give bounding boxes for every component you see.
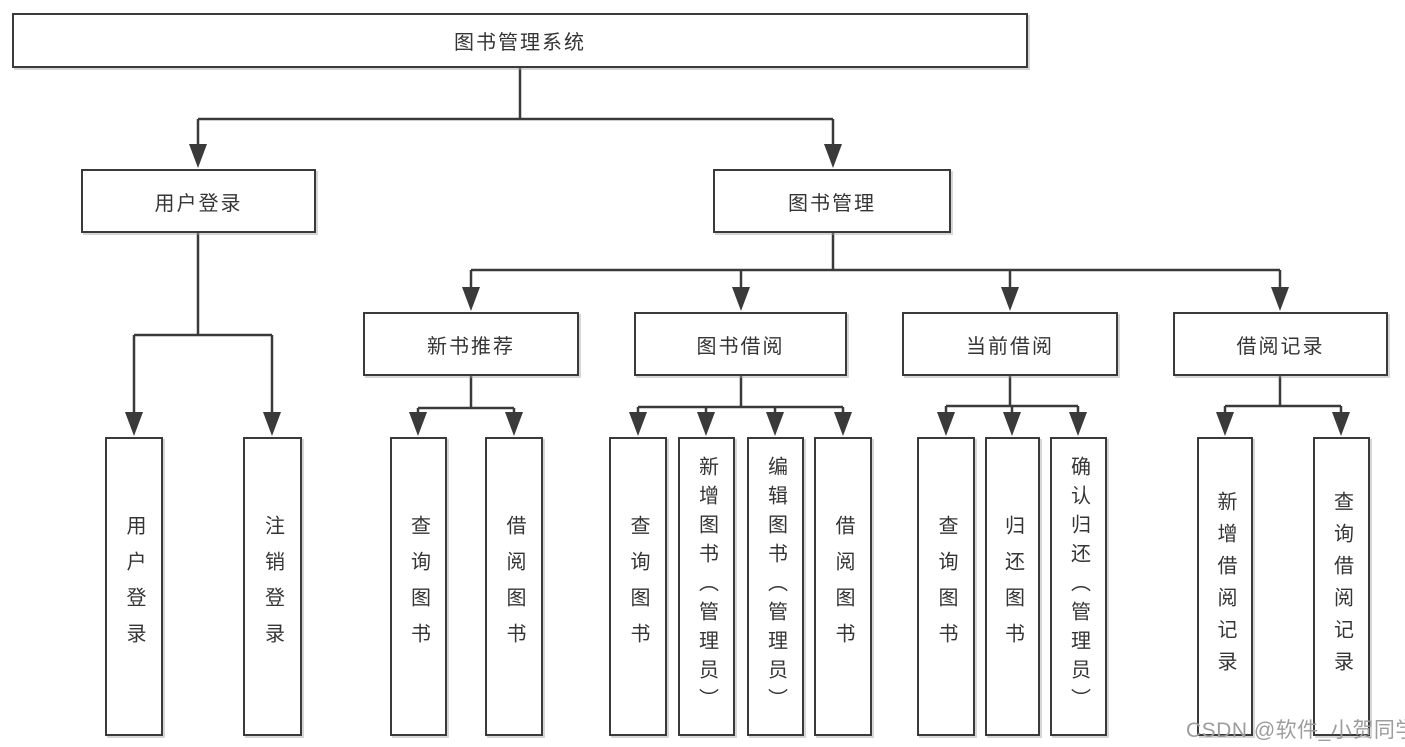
node-user-login-module: 用户登录 — [81, 169, 316, 233]
node-label: 图书借阅 — [696, 335, 785, 358]
leaf-label: 查询图书 — [627, 514, 649, 659]
leaf-label: 归还图书 — [1001, 514, 1024, 659]
leaf-records-add-record: 新增借阅记录 — [1197, 437, 1253, 736]
node-label: 图书管理 — [788, 192, 876, 215]
node-book-management: 图书管理 — [713, 169, 951, 233]
leaf-borrow-add-book-admin: 新增图书（管理员） — [678, 437, 735, 736]
node-label: 用户登录 — [154, 192, 243, 215]
leaf-label: 查询图书 — [935, 514, 957, 659]
leaf-logout: 注销登录 — [243, 437, 302, 736]
leaf-label: 确认归还（管理员） — [1067, 456, 1090, 717]
leaf-borrow-query-book: 查询图书 — [609, 437, 667, 736]
node-label: 当前借阅 — [966, 335, 1054, 358]
leaf-label: 编辑图书（管理员） — [764, 456, 787, 717]
leaf-records-query-record: 查询借阅记录 — [1313, 437, 1370, 736]
node-current-borrow: 当前借阅 — [902, 312, 1118, 376]
leaf-label: 借阅图书 — [832, 514, 854, 659]
leaf-current-return-book: 归还图书 — [985, 437, 1040, 736]
watermark: CSDN @软件_小贺同学 — [1186, 719, 1405, 742]
leaf-label: 新增图书（管理员） — [695, 456, 718, 717]
node-book-borrow: 图书借阅 — [634, 312, 847, 376]
node-label: 新书推荐 — [427, 335, 515, 358]
node-new-book-recommend: 新书推荐 — [363, 312, 579, 376]
leaf-user-login: 用户登录 — [105, 437, 163, 736]
leaf-label: 借阅图书 — [503, 514, 525, 659]
leaf-label: 查询图书 — [407, 514, 430, 659]
leaf-current-query-book: 查询图书 — [917, 437, 975, 736]
node-borrow-records: 借阅记录 — [1173, 312, 1388, 376]
leaf-recommend-query-book: 查询图书 — [390, 437, 447, 736]
leaf-recommend-borrow-book: 借阅图书 — [485, 437, 543, 736]
node-label: 借阅记录 — [1236, 335, 1325, 358]
leaf-borrow-borrow-book: 借阅图书 — [814, 437, 872, 736]
leaf-label: 查询借阅记录 — [1330, 490, 1353, 683]
leaf-label: 注销登录 — [261, 514, 284, 659]
node-root-system: 图书管理系统 — [12, 13, 1028, 68]
leaf-label: 用户登录 — [123, 514, 145, 659]
leaf-label: 新增借阅记录 — [1214, 490, 1236, 683]
node-label: 图书管理系统 — [454, 32, 586, 54]
leaf-borrow-edit-book-admin: 编辑图书（管理员） — [747, 437, 804, 736]
leaf-current-confirm-return-admin: 确认归还（管理员） — [1050, 437, 1107, 736]
